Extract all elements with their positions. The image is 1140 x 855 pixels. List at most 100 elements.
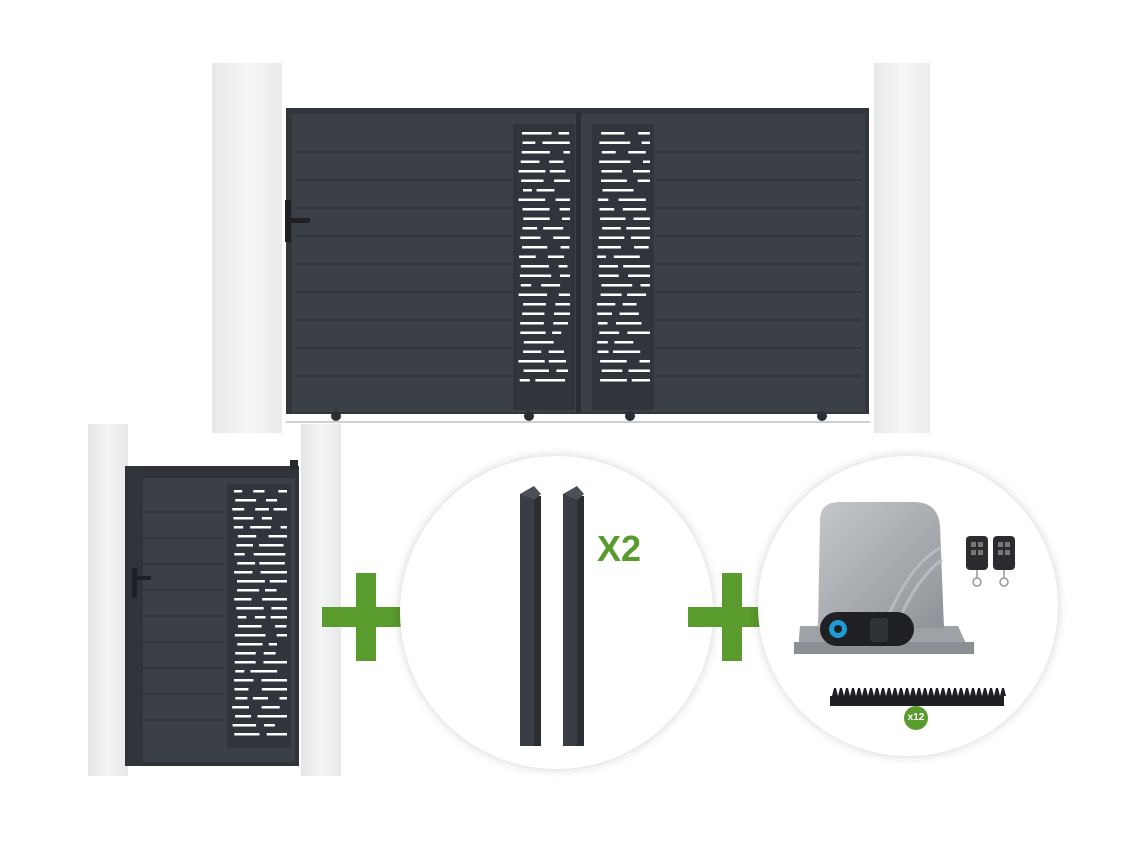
cutout-slot: [263, 661, 287, 664]
cutout-slot: [555, 198, 570, 201]
cutout-slot: [622, 303, 637, 306]
cutout-slot: [521, 132, 552, 135]
cutout-slot: [234, 634, 266, 637]
cutout-slot: [234, 661, 256, 664]
cutout-slot: [234, 733, 260, 736]
cutout-slot: [597, 322, 608, 325]
cutout-slot: [271, 607, 287, 610]
pedestrian-gate-slats: [143, 511, 225, 721]
cutout-slot: [613, 255, 640, 258]
cutout-slot: [275, 625, 287, 628]
post-left: [520, 486, 541, 746]
cutout-slot: [640, 284, 650, 287]
cutout-slot: [630, 236, 650, 239]
cutout-slot: [273, 508, 287, 511]
cutout-slot: [234, 571, 253, 574]
cutout-slot: [643, 160, 650, 163]
cutout-slot: [600, 379, 627, 382]
cutout-slot: [597, 198, 609, 201]
pedestrian-gate-scene: [85, 420, 345, 780]
cutout-slot: [523, 303, 546, 306]
cutout-slot: [234, 688, 249, 691]
cutout-slot: [599, 208, 615, 211]
motor-panel: [820, 612, 914, 646]
cutout-slot: [522, 208, 550, 211]
right-pillar: [874, 63, 930, 433]
gear-rack-icon: [830, 688, 1006, 706]
cutout-slot: [250, 670, 278, 673]
cutout-slot: [234, 679, 254, 682]
cutout-slot: [233, 517, 254, 520]
pedestrian-gate-cutouts: [232, 490, 287, 736]
cutout-slot: [233, 526, 244, 529]
cutout-slot: [236, 607, 264, 610]
cutout-slot: [265, 589, 277, 592]
cutout-slot: [634, 246, 649, 249]
cutout-slot: [535, 379, 566, 382]
cutout-slot: [234, 553, 245, 556]
cutout-slot: [638, 132, 650, 135]
cutout-slot: [522, 227, 538, 230]
cutout-slot: [521, 151, 550, 154]
cutout-slot: [616, 322, 642, 325]
cutout-slot: [558, 132, 570, 135]
cutout-slot: [261, 517, 272, 520]
cutout-slot: [523, 369, 549, 372]
gate-wheels: [331, 411, 827, 421]
cutout-slot: [601, 170, 623, 173]
cutout-slot: [641, 141, 650, 144]
cutout-slot: [599, 141, 631, 144]
cutout-slot: [548, 350, 564, 353]
rack-quantity-label: x12: [907, 712, 925, 723]
cutout-slot: [521, 179, 544, 182]
gate-right-leaf: [580, 114, 865, 412]
cutout-slot: [560, 246, 570, 249]
cutout-slot: [549, 170, 566, 173]
remote-control-icon-2: [993, 536, 1015, 587]
cutout-slot: [266, 499, 278, 502]
cutout-slot: [520, 284, 532, 287]
gate-left-cutouts: [518, 132, 570, 382]
cutout-slot: [597, 350, 609, 353]
cutout-slot: [633, 217, 650, 220]
cutout-slot: [255, 508, 269, 511]
cutout-slot: [520, 236, 541, 239]
cutout-slot: [253, 553, 286, 556]
cutout-slot: [257, 715, 287, 718]
cutout-slot: [553, 236, 570, 239]
cutout-slot: [558, 293, 570, 296]
cutout-slot: [266, 733, 287, 736]
pedestrian-right-pillar: [301, 424, 341, 776]
cutout-slot: [259, 562, 285, 565]
posts-circle: X2: [400, 456, 713, 769]
posts-quantity-label: X2: [597, 528, 642, 569]
cutout-slot: [623, 265, 650, 268]
cutout-slot: [259, 544, 284, 547]
cutout-slot: [252, 697, 268, 700]
motor-body: [818, 502, 944, 628]
cutout-slot: [597, 255, 606, 258]
cutout-slot: [232, 508, 245, 511]
cutout-slot: [233, 490, 243, 493]
cutout-slot: [542, 141, 570, 144]
cutout-slot: [599, 160, 631, 163]
cutout-slot: [628, 274, 650, 277]
gate-left-leaf: [292, 114, 577, 412]
cutout-slot: [601, 151, 616, 154]
cutout-slot: [598, 274, 619, 277]
aluminium-post-icon: [520, 486, 584, 746]
cutout-slot: [260, 571, 287, 574]
motor-kit-circle: x12: [758, 456, 1058, 756]
cutout-slot: [280, 526, 287, 529]
rack-quantity-badge: [904, 706, 928, 730]
cutout-slot: [519, 379, 530, 382]
gate-right-slats: [656, 151, 862, 377]
cutout-slot: [599, 331, 620, 334]
cutout-slot: [618, 198, 646, 201]
cutout-slot: [628, 151, 646, 154]
pedestrian-gate-handle-icon: [132, 568, 151, 598]
cutout-slot: [278, 490, 287, 493]
cutout-slot: [237, 562, 256, 565]
cutout-slot: [518, 170, 546, 173]
cutout-slot: [236, 544, 253, 547]
